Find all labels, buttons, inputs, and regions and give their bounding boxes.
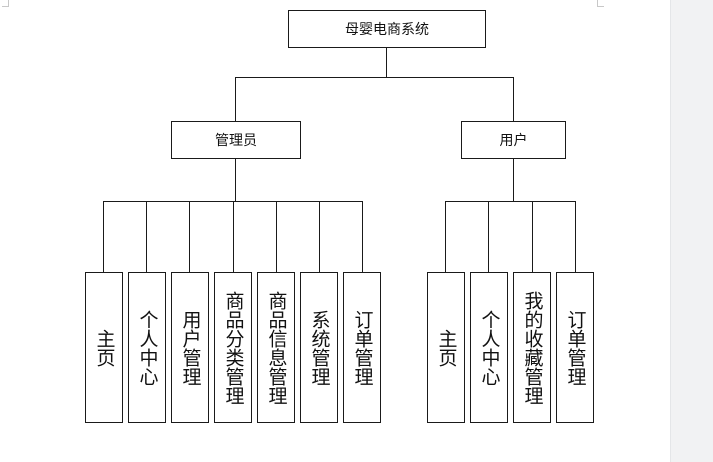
role-node-admin: 管理员	[171, 121, 301, 159]
connector-line	[235, 77, 514, 78]
root-node: 母婴电商系统	[288, 10, 486, 48]
connector-line	[532, 201, 533, 272]
connector-line	[189, 201, 190, 272]
connector-line	[103, 201, 104, 272]
leaf-node: 主页	[85, 272, 123, 423]
connector-line	[513, 77, 514, 121]
connector-line	[575, 201, 576, 272]
leaf-node: 个人中心	[128, 272, 166, 423]
leaf-node: 订单管理	[343, 272, 381, 423]
connector-line	[386, 47, 387, 77]
leaf-node: 商品信息管理	[257, 272, 295, 423]
leaf-node: 我的收藏管理	[513, 272, 551, 423]
connector-line	[319, 201, 320, 272]
leaf-node: 个人中心	[470, 272, 508, 423]
document-right-gutter	[670, 0, 713, 462]
connector-line	[233, 201, 234, 272]
connector-line	[445, 201, 576, 202]
leaf-node: 订单管理	[556, 272, 594, 423]
leaf-node: 用户管理	[171, 272, 209, 423]
page-corner-mark	[2, 0, 9, 7]
connector-line	[362, 201, 363, 272]
leaf-node: 系统管理	[300, 272, 338, 423]
connector-line	[235, 77, 236, 121]
connector-line	[235, 158, 236, 201]
page-corner-mark	[597, 0, 604, 7]
connector-line	[445, 201, 446, 272]
connector-line	[276, 201, 277, 272]
connector-line	[146, 201, 147, 272]
connector-line	[103, 201, 362, 202]
connector-line	[513, 158, 514, 201]
leaf-node: 主页	[427, 272, 465, 423]
role-node-user: 用户	[461, 121, 566, 159]
connector-line	[488, 201, 489, 272]
leaf-node: 商品分类管理	[214, 272, 252, 423]
